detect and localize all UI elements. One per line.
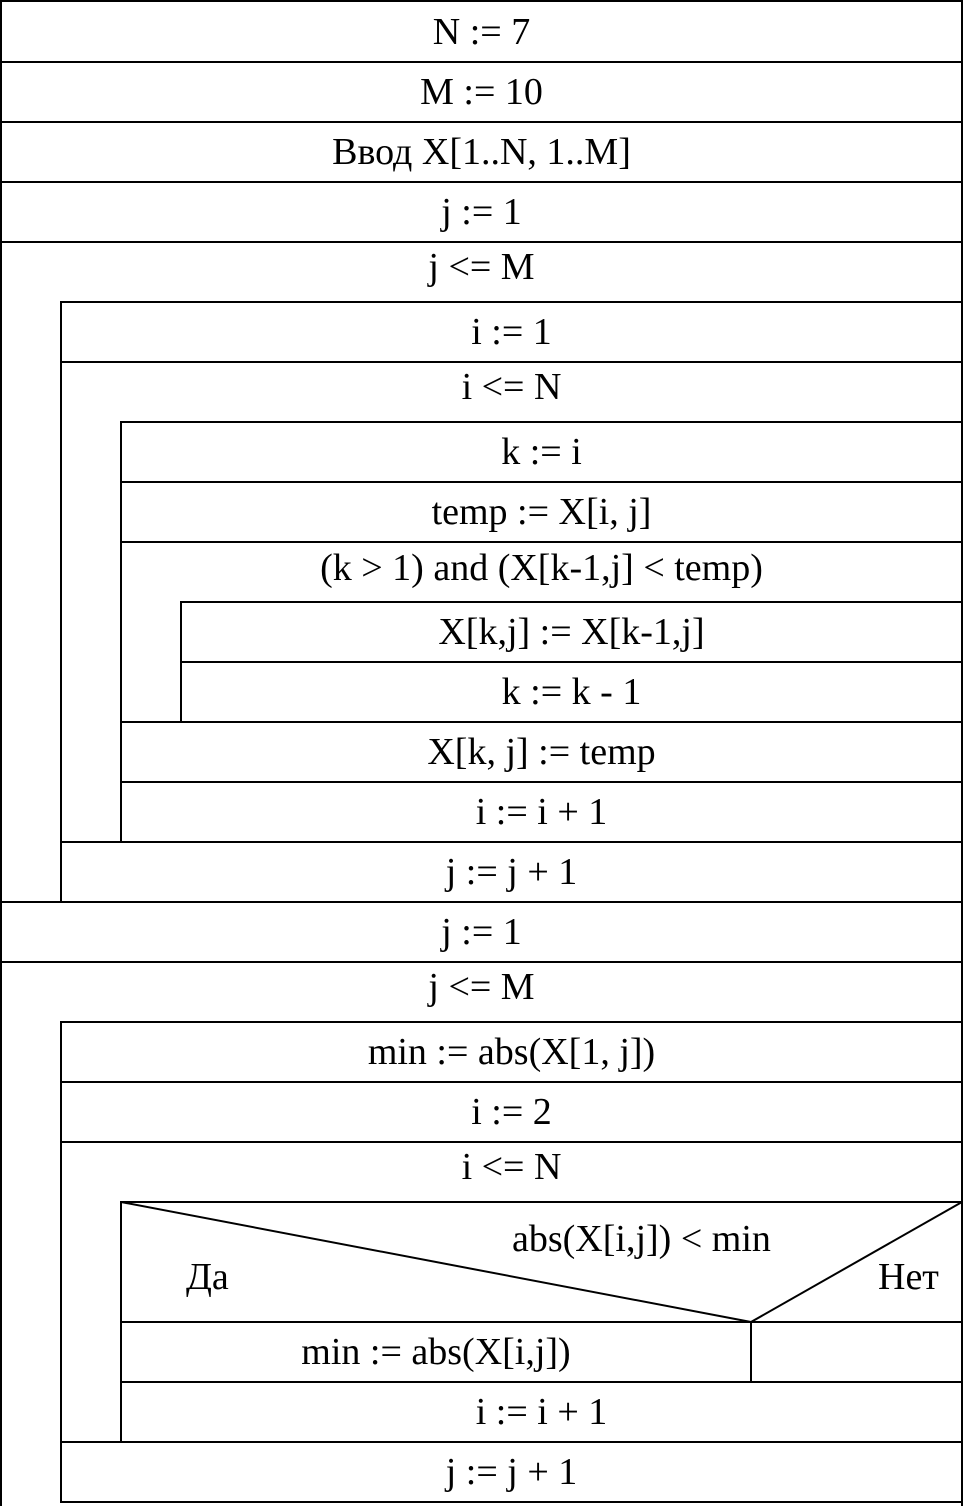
diagonal-no [750,1201,963,1323]
loop-i-1-condition: i <= N [461,366,562,408]
no-label: Нет [878,1256,939,1298]
step-shift-assign: X[k,j] := X[k-1,j] [180,601,963,663]
loop-k-condition: (k > 1) and (X[k-1,j] < temp) [320,547,763,589]
yes-label: Да [186,1256,229,1298]
loop-j-1-condition: j <= M [428,246,535,288]
loop-j-2-condition: j <= M [428,966,535,1008]
step-j-increment-2: j := j + 1 [60,1441,963,1503]
condition-text: abs(X[i,j]) < min [512,1218,771,1260]
diagonal-yes [120,1201,752,1323]
loop-i-2-condition: i <= N [461,1146,562,1188]
